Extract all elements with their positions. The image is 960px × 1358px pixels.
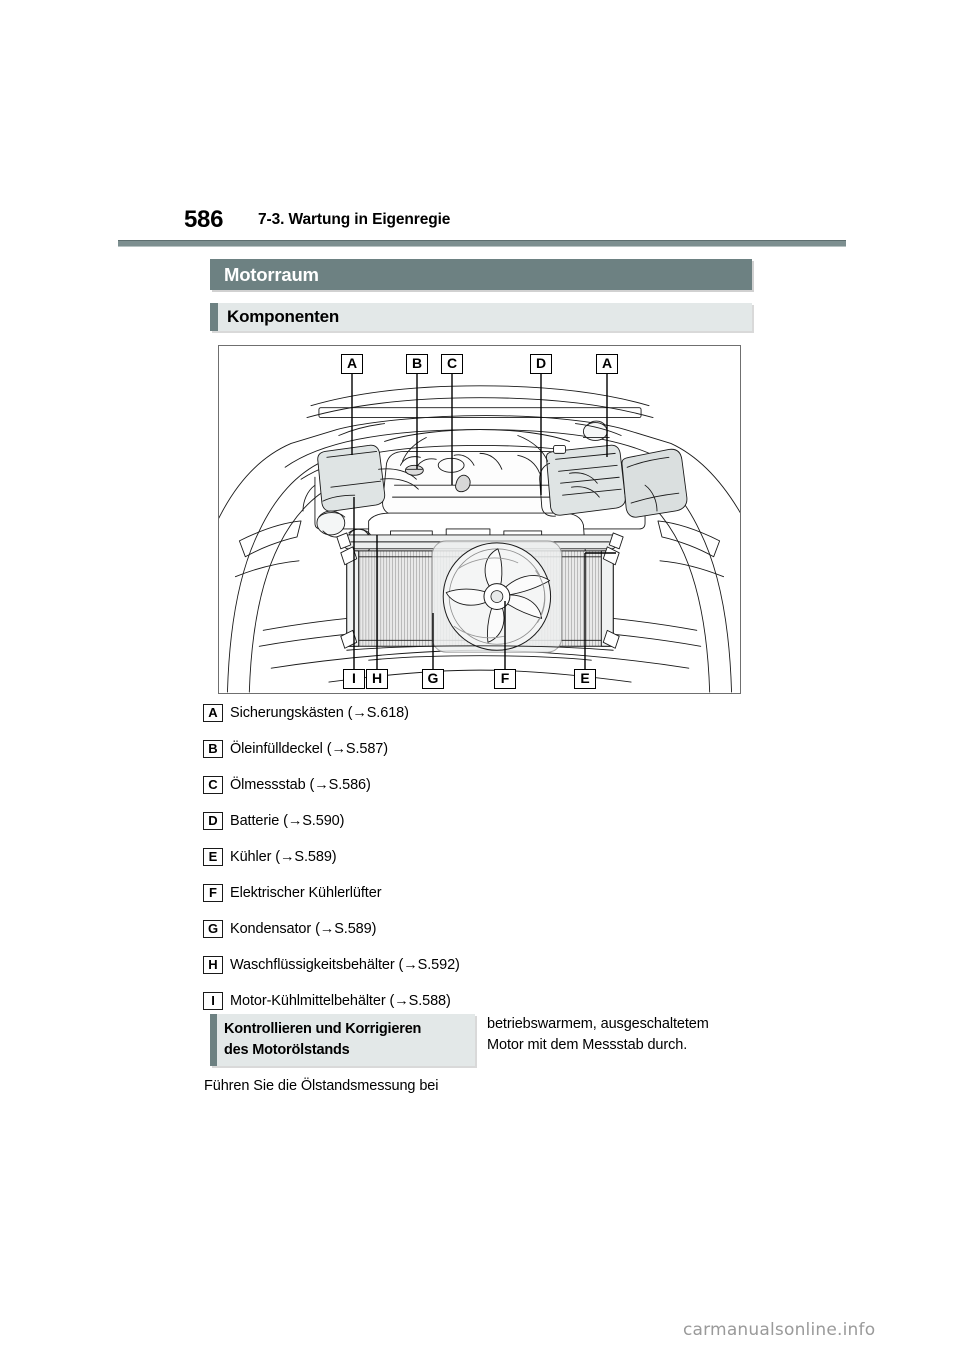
- page-reference: (→S.618): [347, 705, 409, 721]
- figure-callout-e: E: [574, 669, 596, 689]
- figure-callout-c: C: [441, 354, 463, 374]
- figure-callout-a-left: A: [341, 354, 363, 374]
- component-tag: E: [203, 848, 223, 866]
- list-item: G Kondensator (→S.589): [203, 919, 623, 955]
- page-reference: (→S.588): [389, 993, 451, 1009]
- oil-check-body-left: Führen Sie die Ölstandsmessung bei: [204, 1078, 439, 1094]
- oil-check-accent-bar: [210, 1014, 217, 1066]
- page-number: 586: [184, 206, 224, 233]
- component-label: Elektrischer Kühlerlüfter: [230, 885, 382, 901]
- list-item: C Ölmessstab (→S.586): [203, 775, 623, 811]
- figure-callout-a-right: A: [596, 354, 618, 374]
- page-reference: (→S.586): [309, 777, 371, 793]
- figure-callout-h: H: [366, 669, 388, 689]
- component-tag: H: [203, 956, 223, 974]
- component-label: Ölmessstab (→S.586): [230, 777, 371, 793]
- component-tag: C: [203, 776, 223, 794]
- list-item: D Batterie (→S.590): [203, 811, 623, 847]
- oil-check-body-right: betriebswarmem, ausgeschaltetem Motor mi…: [487, 1016, 709, 1053]
- component-tag: I: [203, 992, 223, 1010]
- component-label: Kondensator (→S.589): [230, 921, 377, 937]
- figure-callout-d: D: [530, 354, 552, 374]
- component-list: A Sicherungskästen (→S.618) B Öleinfülld…: [203, 703, 623, 1027]
- list-item: F Elektrischer Kühlerlüfter: [203, 883, 623, 919]
- page-reference: (→S.589): [315, 921, 377, 937]
- page-reference: (→S.589): [275, 849, 337, 865]
- site-watermark: carmanualsonline.info: [683, 1320, 876, 1340]
- component-label: Batterie (→S.590): [230, 813, 345, 829]
- component-label: Kühler (→S.589): [230, 849, 337, 865]
- chapter-title-label: Motorraum: [224, 264, 319, 285]
- component-tag: F: [203, 884, 223, 902]
- page-reference: (→S.592): [398, 957, 460, 973]
- figure-callout-f: F: [494, 669, 516, 689]
- section-title: 7-3. Wartung in Eigenregie: [258, 211, 451, 228]
- figure-callout-i: I: [343, 669, 365, 689]
- list-item: H Waschflüssigkeitsbehälter (→S.592): [203, 955, 623, 991]
- list-item: I Motor-Kühlmittelbehälter (→S.588): [203, 991, 623, 1027]
- figure-callout-b: B: [406, 354, 428, 374]
- component-label: Sicherungskästen (→S.618): [230, 705, 409, 721]
- page-reference: (→S.587): [326, 741, 388, 757]
- component-label: Waschflüssigkeitsbehälter (→S.592): [230, 957, 460, 973]
- component-tag: D: [203, 812, 223, 830]
- list-item: A Sicherungskästen (→S.618): [203, 703, 623, 739]
- engine-compartment-illustration: [219, 385, 740, 693]
- subsection-title-label: Komponenten: [227, 307, 340, 326]
- component-label: Motor-Kühlmittelbehälter (→S.588): [230, 993, 451, 1009]
- engine-compartment-figure: [218, 345, 741, 694]
- header-divider: [118, 240, 846, 247]
- list-item: E Kühler (→S.589): [203, 847, 623, 883]
- component-label: Öleinfülldeckel (→S.587): [230, 741, 388, 757]
- component-tag: B: [203, 740, 223, 758]
- subsection-title-bar: Komponenten: [210, 303, 752, 331]
- subsection-accent-bar: [210, 303, 218, 331]
- list-item: B Öleinfülldeckel (→S.587): [203, 739, 623, 775]
- oil-check-heading-label: Kontrollieren und Korrigieren des Motorö…: [224, 1021, 422, 1058]
- page-reference: (→S.590): [283, 813, 345, 829]
- page-header: 586 7-3. Wartung in Eigenregie: [118, 206, 846, 240]
- chapter-title-bar: Motorraum: [210, 259, 752, 290]
- figure-callout-g: G: [422, 669, 444, 689]
- oil-check-heading-box: Kontrollieren und Korrigieren des Motorö…: [210, 1014, 475, 1066]
- component-tag: G: [203, 920, 223, 938]
- component-tag: A: [203, 704, 223, 722]
